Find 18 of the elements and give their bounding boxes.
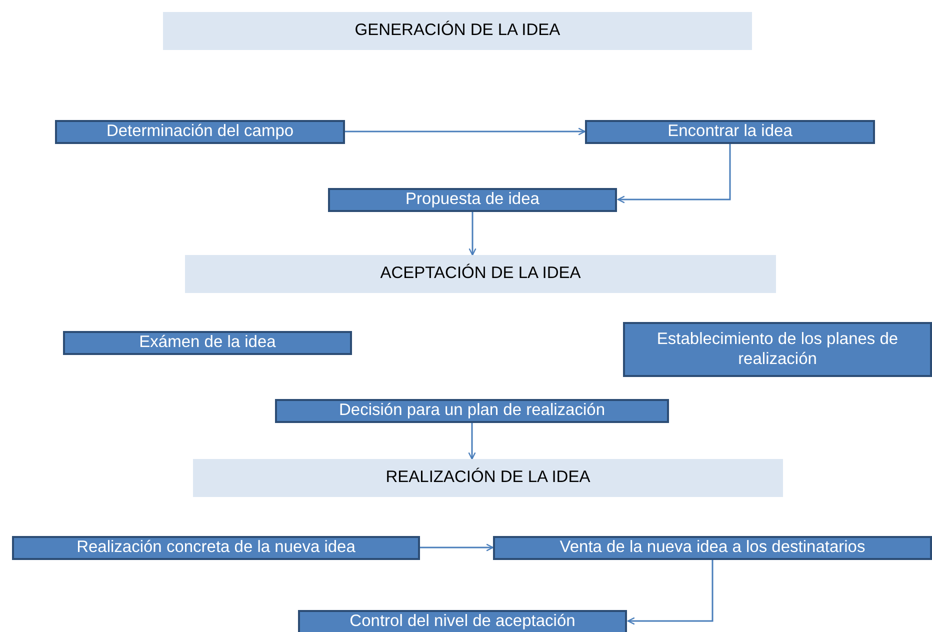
phase-band: REALIZACIÓN DE LA IDEA (193, 459, 783, 497)
process-box: Realización concreta de la nueva idea (12, 536, 420, 560)
process-box: Decisión para un plan de realización (275, 399, 669, 423)
process-box: Establecimiento de los planes de realización (623, 322, 932, 377)
phase-band: ACEPTACIÓN DE LA IDEA (185, 255, 776, 293)
arrow (468, 422, 476, 460)
process-box: Propuesta de idea (328, 188, 617, 212)
process-box: Venta de la nueva idea a los destinatarios (493, 536, 932, 560)
phase-band: GENERACIÓN DE LA IDEA (163, 12, 752, 50)
arrow (468, 211, 476, 256)
arrow (627, 559, 714, 625)
process-box: Determinación del campo (55, 120, 345, 144)
process-box: Control del nivel de aceptación (298, 610, 627, 632)
process-box: Exámen de la idea (63, 331, 352, 355)
process-box: Encontrar la idea (585, 120, 875, 144)
arrow (617, 143, 731, 204)
arrow (420, 544, 494, 552)
arrow (345, 128, 586, 136)
